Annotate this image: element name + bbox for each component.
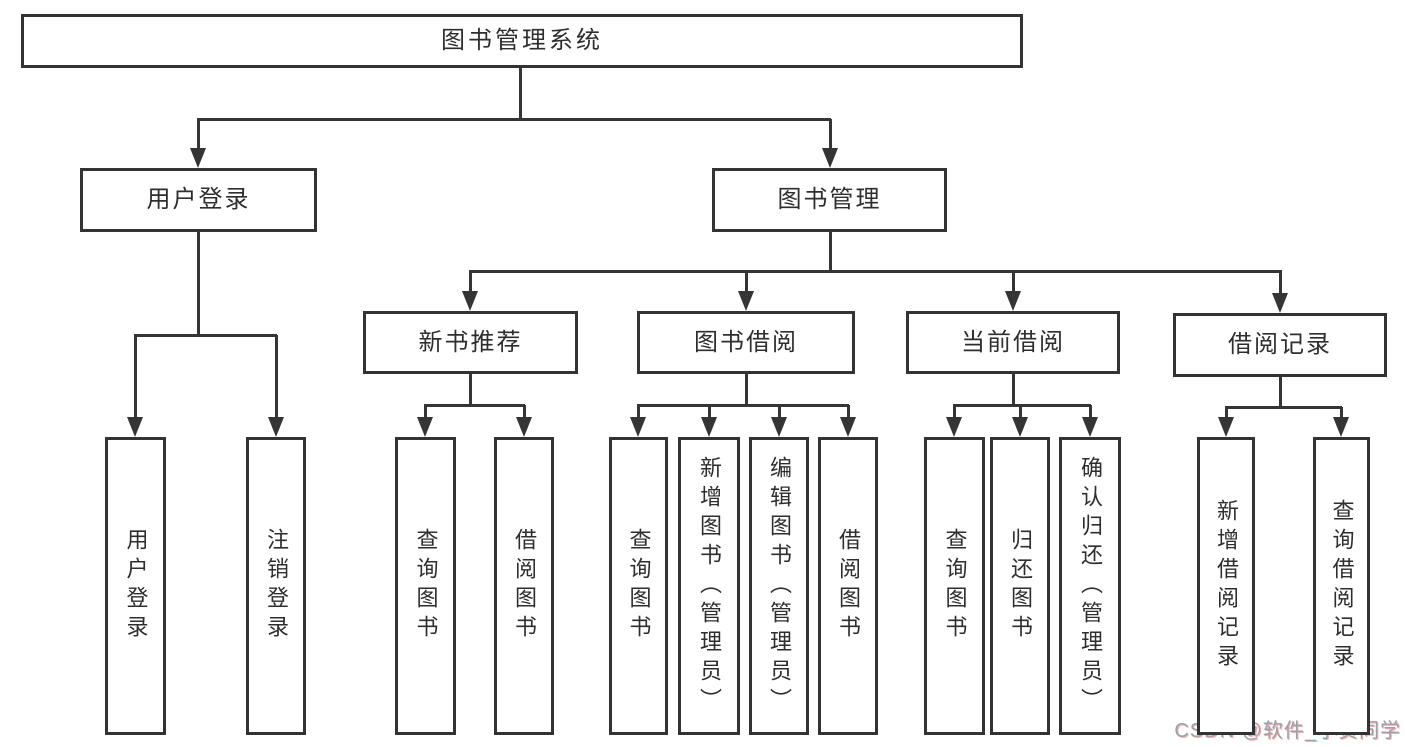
connector-line <box>1225 406 1342 409</box>
arrow-down-icon <box>822 148 838 168</box>
connector-arrow-stem <box>829 119 832 150</box>
arrow-down-icon <box>1218 417 1234 437</box>
node-leaf-add-borrow-record: 新增借阅记录 <box>1197 437 1255 735</box>
connector-arrow-stem <box>1279 271 1282 295</box>
arrow-down-icon <box>1082 417 1098 437</box>
node-user-login-group: 用户登录 <box>80 168 317 232</box>
connector-arrow-stem <box>523 405 526 419</box>
connector-arrow-stem <box>1019 405 1022 419</box>
connector-arrow-stem <box>745 271 748 293</box>
connector-arrow-stem <box>953 405 956 419</box>
connector-arrow-stem <box>1089 405 1092 419</box>
node-borrow-records: 借阅记录 <box>1173 313 1387 377</box>
node-leaf-confirm-return-admin: 确认归还（管理员） <box>1059 437 1121 735</box>
arrow-down-icon <box>1012 417 1028 437</box>
connector-line <box>519 68 522 121</box>
arrow-down-icon <box>127 417 143 437</box>
connector-line <box>469 270 1282 273</box>
connector-arrow-stem <box>637 405 640 419</box>
node-leaf-logout: 注销登录 <box>246 437 306 735</box>
connector-arrow-stem <box>778 405 781 419</box>
connector-arrow-stem <box>134 335 137 419</box>
arrow-down-icon <box>701 417 717 437</box>
connector-line <box>953 404 1091 407</box>
arrow-down-icon <box>268 417 284 437</box>
connector-arrow-stem <box>424 405 427 419</box>
connector-arrow-stem <box>275 335 278 419</box>
node-leaf-query-borrow-record: 查询借阅记录 <box>1313 437 1370 735</box>
connector-arrow-stem <box>1012 271 1015 293</box>
connector-line <box>469 374 472 406</box>
connector-arrow-stem <box>197 119 200 150</box>
node-leaf-user-login: 用户登录 <box>105 437 166 735</box>
node-book-mgmt: 图书管理 <box>712 168 947 232</box>
connector-arrow-stem <box>1225 407 1228 419</box>
arrow-down-icon <box>1005 291 1021 311</box>
connector-arrow-stem <box>847 405 850 419</box>
node-book-borrow: 图书借阅 <box>637 311 855 374</box>
node-root: 图书管理系统 <box>21 14 1023 68</box>
node-leaf-borrow-book-1: 借阅图书 <box>494 437 554 735</box>
node-current-borrow: 当前借阅 <box>906 311 1120 374</box>
arrow-down-icon <box>738 291 754 311</box>
arrow-down-icon <box>771 417 787 437</box>
connector-line <box>745 374 748 406</box>
node-leaf-add-book-admin: 新增图书（管理员） <box>678 437 740 735</box>
connector-line <box>1279 377 1282 408</box>
arrow-down-icon <box>417 417 433 437</box>
node-leaf-query-book-3: 查询图书 <box>924 437 985 735</box>
node-new-book-rec: 新书推荐 <box>363 311 578 374</box>
node-leaf-query-book-2: 查询图书 <box>609 437 668 735</box>
node-leaf-return-book: 归还图书 <box>990 437 1050 735</box>
arrow-down-icon <box>462 291 478 311</box>
connector-line <box>637 404 849 407</box>
arrow-down-icon <box>840 417 856 437</box>
arrow-down-icon <box>1272 293 1288 313</box>
connector-line <box>1012 374 1015 406</box>
connector-arrow-stem <box>1340 407 1343 419</box>
arrow-down-icon <box>516 417 532 437</box>
arrow-down-icon <box>946 417 962 437</box>
node-leaf-borrow-book-2: 借阅图书 <box>818 437 878 735</box>
connector-line <box>197 118 831 121</box>
connector-line <box>829 232 832 273</box>
node-leaf-edit-book-admin: 编辑图书（管理员） <box>749 437 809 735</box>
connector-line <box>424 404 525 407</box>
connector-line <box>134 334 277 337</box>
connector-line <box>197 232 200 336</box>
arrow-down-icon <box>190 148 206 168</box>
arrow-down-icon <box>1333 417 1349 437</box>
connector-arrow-stem <box>708 405 711 419</box>
arrow-down-icon <box>630 417 646 437</box>
connector-arrow-stem <box>469 271 472 293</box>
node-leaf-query-book-1: 查询图书 <box>395 437 456 735</box>
